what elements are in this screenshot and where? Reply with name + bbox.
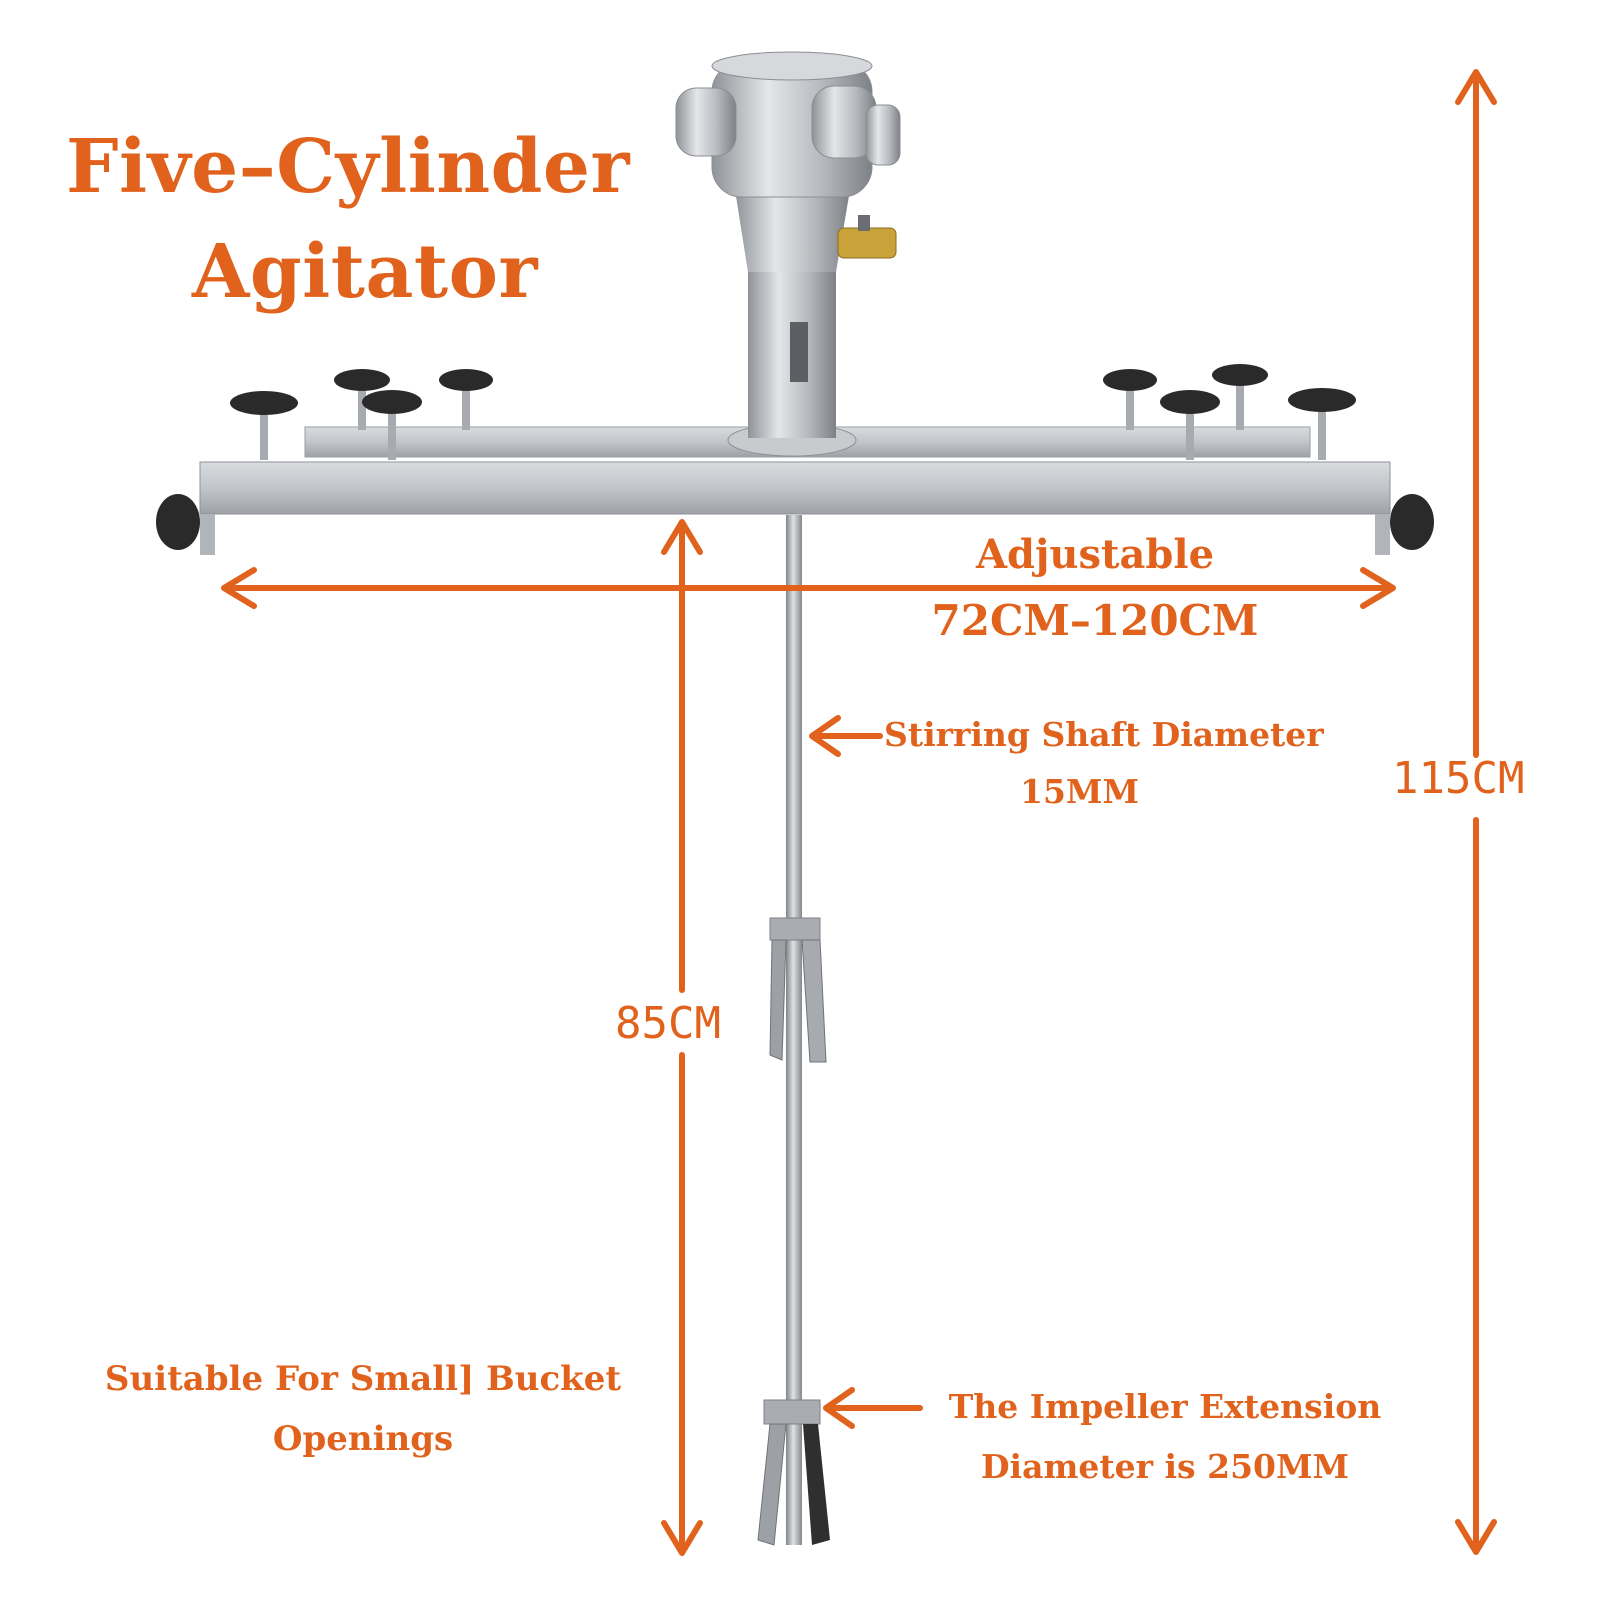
- shaft-label-line-2: 15MM: [1020, 772, 1139, 811]
- air-motor: [675, 51, 901, 457]
- front-rail: [199, 461, 1391, 515]
- stirring-shaft: [786, 515, 802, 1545]
- title-line-1: Five–Cylinder: [66, 124, 630, 210]
- upper-blade: [769, 917, 827, 1063]
- left-side-knob: [156, 494, 200, 550]
- width-label-line-1: Adjustable: [975, 531, 1215, 578]
- right-side-knob: [1390, 494, 1434, 550]
- title-line-2: Agitator: [192, 229, 538, 315]
- shaft-height-label: 85CM: [615, 998, 721, 1049]
- shaft-label-line-1: Stirring Shaft Diameter: [884, 715, 1324, 754]
- top-knobs: [230, 364, 1356, 460]
- left-bracket: [200, 514, 215, 555]
- width-label-line-2: 72CM–120CM: [931, 596, 1259, 645]
- right-bracket: [1375, 514, 1390, 555]
- bucket-note-line-1: Suitable For Small] Bucket: [104, 1359, 622, 1399]
- impeller: [757, 1399, 830, 1546]
- total-height-label: 115CM: [1392, 753, 1525, 804]
- bucket-note-line-2: Openings: [272, 1419, 454, 1459]
- impeller-note-line-1: The Impeller Extension: [948, 1387, 1382, 1426]
- impeller-note-line-2: Diameter is 250MM: [980, 1447, 1350, 1486]
